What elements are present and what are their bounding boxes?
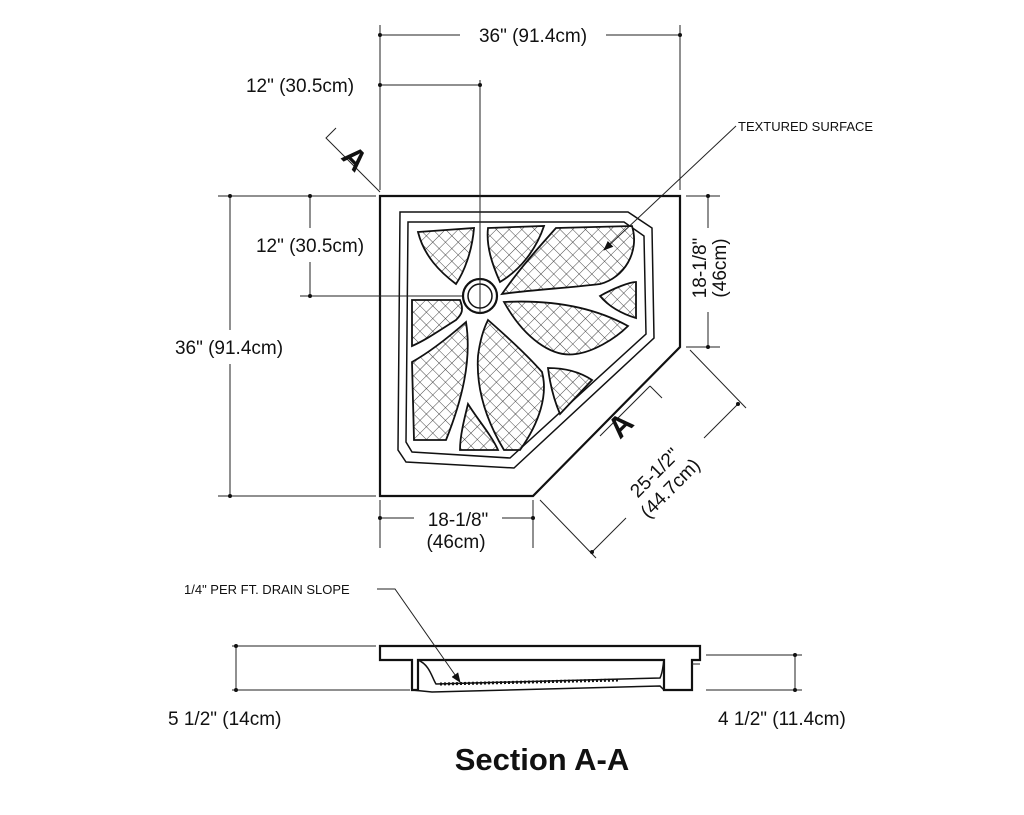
svg-text:18-1/8": 18-1/8": [428, 510, 489, 531]
textured-panels: [411, 225, 637, 451]
dim-drain-offset-x: 12" (30.5cm): [246, 76, 354, 97]
panel-lower-left: [411, 320, 469, 441]
section-floor-bottom: [411, 685, 665, 693]
base-outer-outline: [378, 194, 682, 498]
dim-section-left-height: 5 1/2" (14cm): [168, 709, 281, 730]
dim-bottom-side: 18-1/8" (46cm): [426, 510, 488, 553]
panel-bottom-center: [476, 318, 545, 451]
dimension-lines: [218, 25, 747, 559]
panel-top-right: [500, 225, 635, 296]
base-top-view: [378, 194, 682, 498]
panel-bottom-left: [459, 401, 500, 451]
dim-left-height: 36" (91.4cm): [175, 338, 283, 359]
section-title: Section A-A: [455, 742, 630, 777]
panel-right: [502, 300, 630, 356]
dim-drain-offset-y: 12" (30.5cm): [256, 236, 364, 257]
panel-top-left: [416, 227, 475, 286]
section-marker-bottom-right: A: [599, 385, 663, 445]
dim-section-right-height: 4 1/2" (11.4cm): [718, 709, 846, 730]
dim-top-width: 36" (91.4cm): [479, 26, 587, 47]
section-view: [232, 588, 802, 693]
svg-text:(46cm): (46cm): [710, 238, 731, 297]
svg-text:(46cm): (46cm): [426, 532, 485, 553]
section-marker-top-left: A: [325, 127, 381, 193]
svg-text:18-1/8": 18-1/8": [690, 238, 711, 299]
section-marker-label: A: [335, 140, 374, 179]
base-inner-rim: [397, 211, 655, 469]
drain-slope-label: 1/4" PER FT. DRAIN SLOPE: [184, 582, 350, 597]
textured-surface-label: TEXTURED SURFACE: [738, 119, 873, 134]
panel-right-small: [598, 281, 637, 320]
panel-left: [411, 299, 463, 348]
section-marker-label: A: [602, 406, 641, 445]
panel-top: [486, 225, 546, 284]
dim-right-side: 18-1/8" (46cm): [690, 238, 731, 299]
dim-diagonal: 25-1/2" (44.7cm): [626, 444, 704, 522]
panel-bottom-right: [546, 367, 594, 416]
